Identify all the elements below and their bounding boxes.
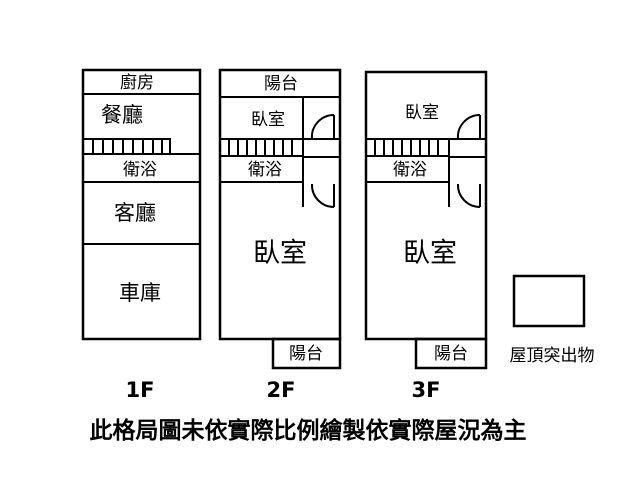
room-kitchen: 廚房 (120, 72, 154, 93)
floor-3-balcony-box (414, 337, 488, 370)
roof-structure-box (512, 274, 586, 328)
roof-structure-label: 屋頂突出物 (510, 346, 595, 366)
floor-2-balcony-box (271, 337, 342, 370)
disclaimer-text: 此格局圖未依實際比例繪製依實際屋況為主 (90, 417, 527, 444)
room-bath-1f: 衛浴 (123, 160, 157, 180)
room-bath-2f: 衛浴 (248, 160, 282, 180)
room-balcony-bottom-2f: 陽台 (289, 344, 323, 364)
floor-3-plan: 臥室 衛浴 臥室 陽台 (364, 70, 488, 370)
room-balcony-top-2f: 陽台 (264, 74, 298, 94)
room-bath-3f: 衛浴 (393, 160, 427, 180)
floor-1-stairs (82, 138, 171, 155)
room-garage: 車庫 (119, 281, 161, 305)
floor-3-door-upper (456, 113, 481, 140)
room-living: 客廳 (114, 201, 156, 225)
room-dining: 餐廳 (101, 103, 143, 127)
room-bedroom-small-2f: 臥室 (251, 110, 285, 130)
floor-2-door-upper (310, 113, 335, 140)
floor-label-2f: 2F (267, 378, 296, 402)
floor-1-plan: 廚房 餐廳 衛浴 客廳 車庫 (81, 68, 202, 341)
floor-3-stairs (365, 138, 450, 157)
room-balcony-bottom-3f: 陽台 (434, 344, 468, 364)
floor-2-door-lower (310, 183, 335, 209)
floor-2-stairs (219, 138, 304, 157)
room-bedroom-small-3f: 臥室 (405, 103, 439, 123)
room-bedroom-large-3f: 臥室 (403, 238, 457, 269)
room-bedroom-large-2f: 臥室 (253, 238, 307, 269)
floor-label-3f: 3F (412, 378, 441, 402)
floor-2-plan: 陽台 臥室 衛浴 臥室 陽台 (218, 68, 342, 370)
floor-label-1f: 1F (126, 378, 155, 402)
floor-3-door-lower (456, 183, 481, 209)
roof-structure: 屋頂突出物 (510, 274, 595, 366)
floor-1-outline (81, 68, 202, 341)
